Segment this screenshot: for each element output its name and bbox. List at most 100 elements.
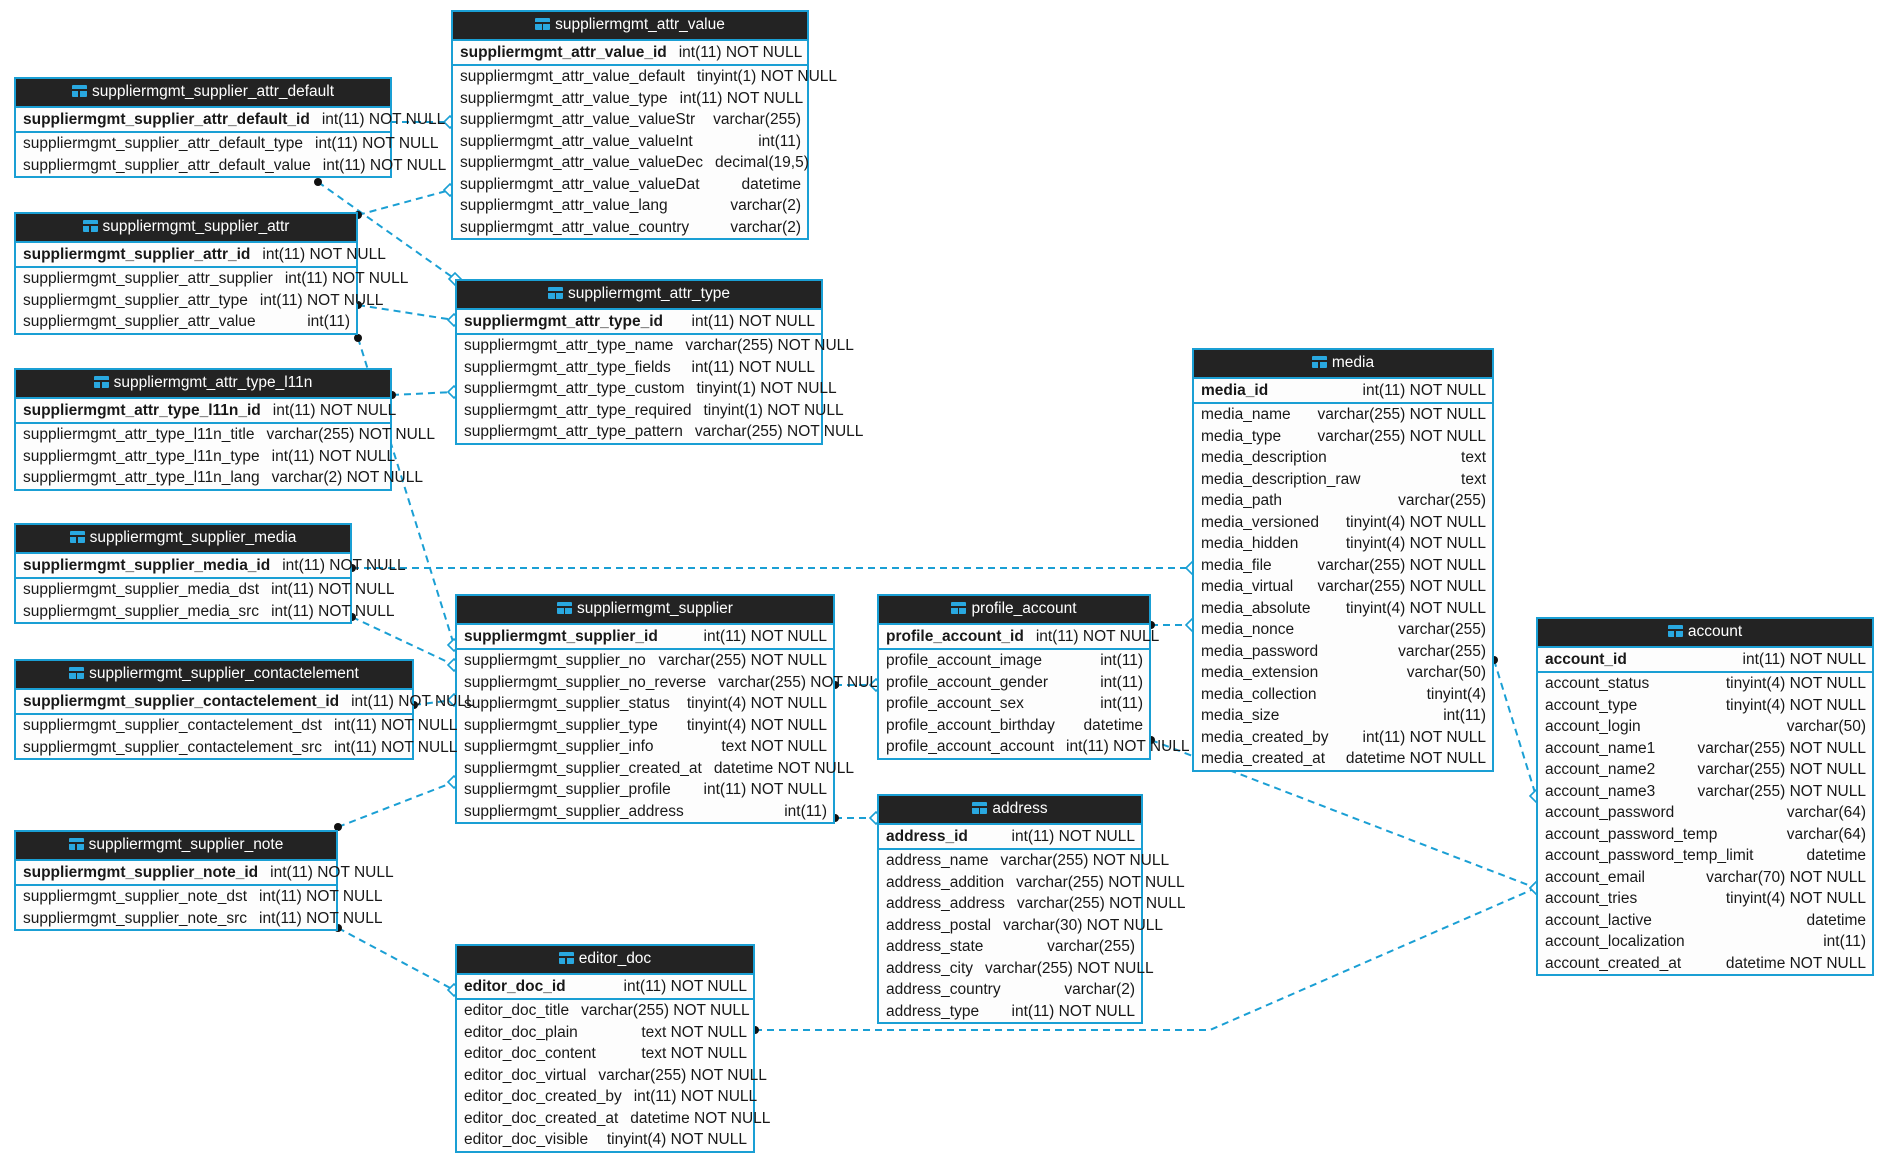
entity-header[interactable]: suppliermgmt_attr_value bbox=[453, 12, 807, 39]
field-row: suppliermgmt_supplier_address int(11) bbox=[457, 801, 833, 823]
field-name: suppliermgmt_supplier_address bbox=[464, 802, 684, 820]
field-row: media_versioned tinyint(4) NOT NULL bbox=[1194, 512, 1492, 534]
field-type: datetime NOT NULL bbox=[1725, 954, 1866, 972]
field-name: media_id bbox=[1201, 381, 1269, 399]
table-icon bbox=[548, 287, 564, 299]
field-type: varchar(255) NOT NULL bbox=[985, 959, 1154, 977]
field-type: varchar(64) bbox=[1786, 825, 1866, 843]
field-type: tinyint(1) NOT NULL bbox=[696, 68, 838, 85]
field-type: int(11) NOT NULL bbox=[1362, 381, 1486, 399]
field-type: int(11) bbox=[784, 802, 827, 820]
field-name: address_addition bbox=[886, 873, 1005, 891]
field-name: media_versioned bbox=[1201, 513, 1320, 531]
entity-header[interactable]: suppliermgmt_supplier_note bbox=[16, 832, 336, 859]
entity-title: media bbox=[1331, 354, 1375, 371]
field-name: suppliermgmt_supplier_attr_supplier bbox=[23, 270, 273, 287]
entity-header[interactable]: suppliermgmt_supplier_attr bbox=[16, 214, 356, 241]
relationship-link bbox=[334, 774, 462, 831]
table-icon bbox=[558, 952, 574, 964]
entity-header[interactable]: suppliermgmt_supplier_media bbox=[16, 525, 350, 552]
entity-header[interactable]: address bbox=[879, 796, 1141, 823]
entity-table-suppliermgmt_supplier_attr[interactable]: suppliermgmt_supplier_attr suppliermgmt_s… bbox=[14, 212, 408, 335]
field-type: varchar(255) NOT NULL bbox=[658, 652, 827, 669]
field-name: suppliermgmt_attr_value_type bbox=[460, 89, 668, 107]
entity-header[interactable]: suppliermgmt_supplier bbox=[457, 596, 833, 623]
entity-header[interactable]: media bbox=[1194, 350, 1492, 377]
field-row: suppliermgmt_supplier_contactelement_dst… bbox=[16, 715, 457, 737]
field-name: account_localization bbox=[1545, 933, 1685, 950]
field-name: profile_account_gender bbox=[886, 673, 1049, 691]
entity-title: suppliermgmt_supplier_contactelement bbox=[89, 665, 359, 682]
field-name: media_created_by bbox=[1201, 728, 1329, 746]
field-name: suppliermgmt_attr_type_id bbox=[464, 312, 663, 330]
field-name: profile_account_account bbox=[886, 738, 1055, 755]
entity-header[interactable]: suppliermgmt_attr_type bbox=[457, 281, 821, 308]
field-name: address_id bbox=[886, 827, 968, 845]
field-name: media_collection bbox=[1201, 685, 1317, 703]
fields-section: suppliermgmt_supplier_contactelement_dst… bbox=[16, 715, 457, 758]
entity-header[interactable]: suppliermgmt_attr_type_l11n bbox=[16, 370, 390, 397]
field-type: varchar(255) bbox=[1398, 621, 1486, 638]
entity-table-suppliermgmt_attr_value[interactable]: suppliermgmt_attr_value suppliermgmt_attr… bbox=[451, 10, 837, 240]
entity-header[interactable]: profile_account bbox=[879, 596, 1149, 623]
table-icon bbox=[68, 838, 84, 850]
field-name: suppliermgmt_attr_type_fields bbox=[464, 358, 671, 376]
entity-title: suppliermgmt_supplier_note bbox=[88, 836, 284, 853]
field-name: editor_doc_title bbox=[464, 1002, 570, 1019]
field-type: text NOT NULL bbox=[721, 738, 827, 755]
field-name: suppliermgmt_supplier_status bbox=[464, 695, 670, 712]
field-name: suppliermgmt_supplier_attr_id bbox=[23, 245, 251, 263]
field-name: address_postal bbox=[886, 916, 992, 934]
field-type: tinyint(4) NOT NULL bbox=[1345, 513, 1486, 531]
entity-header[interactable]: editor_doc bbox=[457, 946, 753, 973]
field-type: int(11) bbox=[1100, 695, 1143, 712]
table-icon bbox=[82, 220, 98, 232]
field-name: suppliermgmt_supplier_no bbox=[464, 652, 646, 669]
entity-table-suppliermgmt_supplier_note[interactable]: suppliermgmt_supplier_note suppliermgmt_s… bbox=[14, 830, 394, 931]
entity-header[interactable]: account bbox=[1538, 619, 1872, 646]
field-type: tinyint(4) NOT NULL bbox=[1725, 890, 1866, 907]
field-type: int(11) NOT NULL bbox=[703, 781, 827, 798]
entity-header[interactable]: suppliermgmt_supplier_attr_default bbox=[16, 79, 390, 106]
field-type: int(11) NOT NULL bbox=[703, 627, 827, 645]
field-type: int(11) NOT NULL bbox=[271, 602, 395, 620]
field-name: suppliermgmt_attr_value_valueDec bbox=[460, 154, 703, 171]
table-icon bbox=[71, 85, 87, 97]
entity-title: suppliermgmt_supplier_attr bbox=[102, 218, 290, 235]
entity-header[interactable]: suppliermgmt_supplier_contactelement bbox=[16, 661, 412, 688]
